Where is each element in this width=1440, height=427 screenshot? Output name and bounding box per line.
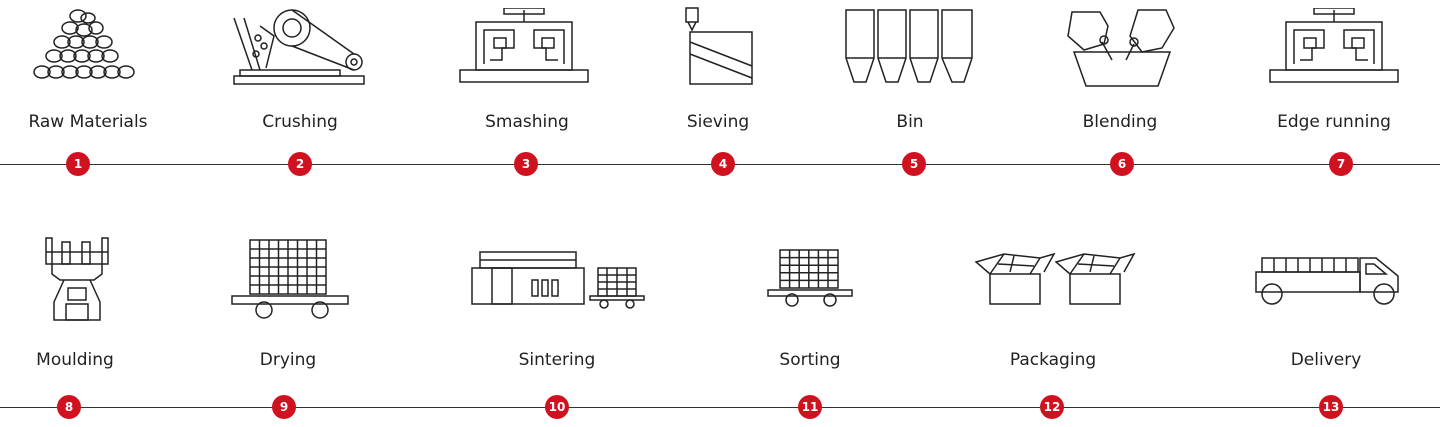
crusher-icon — [230, 8, 370, 92]
blending-icon — [1064, 6, 1176, 94]
step-number-badge: 12 — [1040, 395, 1064, 419]
drying-cart-icon — [230, 238, 350, 324]
step-number-badge: 3 — [514, 152, 538, 176]
step-label: Blending — [1082, 112, 1158, 132]
step-label: Sieving — [686, 112, 750, 132]
smashing-machine-icon — [458, 7, 590, 90]
step-number-badge: 2 — [288, 152, 312, 176]
press-icon — [44, 236, 110, 328]
step-label: Edge running — [1277, 112, 1391, 132]
step-number-badge: 8 — [57, 395, 81, 419]
step-label: Bin — [896, 112, 924, 132]
step-label: Smashing — [485, 112, 569, 132]
bins-icon — [844, 8, 976, 90]
boxes-icon — [974, 250, 1136, 312]
raw-materials-icon — [30, 6, 142, 90]
kiln-icon — [470, 250, 646, 314]
truck-icon — [1254, 252, 1402, 312]
step-number-badge: 1 — [66, 152, 90, 176]
sorting-cart-icon — [766, 248, 856, 314]
step-label: Sintering — [518, 350, 596, 370]
step-number-badge: 4 — [711, 152, 735, 176]
step-label: Packaging — [1009, 350, 1097, 370]
step-number-badge: 6 — [1110, 152, 1134, 176]
step-number-badge: 9 — [272, 395, 296, 419]
step-label: Sorting — [779, 350, 841, 370]
step-number-badge: 10 — [545, 395, 569, 419]
step-number-badge: 5 — [902, 152, 926, 176]
step-label: Raw Materials — [28, 112, 148, 132]
step-label: Crushing — [262, 112, 338, 132]
step-label: Delivery — [1290, 350, 1362, 370]
step-number-badge: 7 — [1329, 152, 1353, 176]
sieve-icon — [684, 6, 756, 92]
timeline-line-bottom — [0, 407, 1440, 408]
step-number-badge: 11 — [798, 395, 822, 419]
edge-runner-icon — [1268, 7, 1400, 90]
step-label: Drying — [259, 350, 317, 370]
step-number-badge: 13 — [1319, 395, 1343, 419]
step-label: Moulding — [36, 350, 114, 370]
